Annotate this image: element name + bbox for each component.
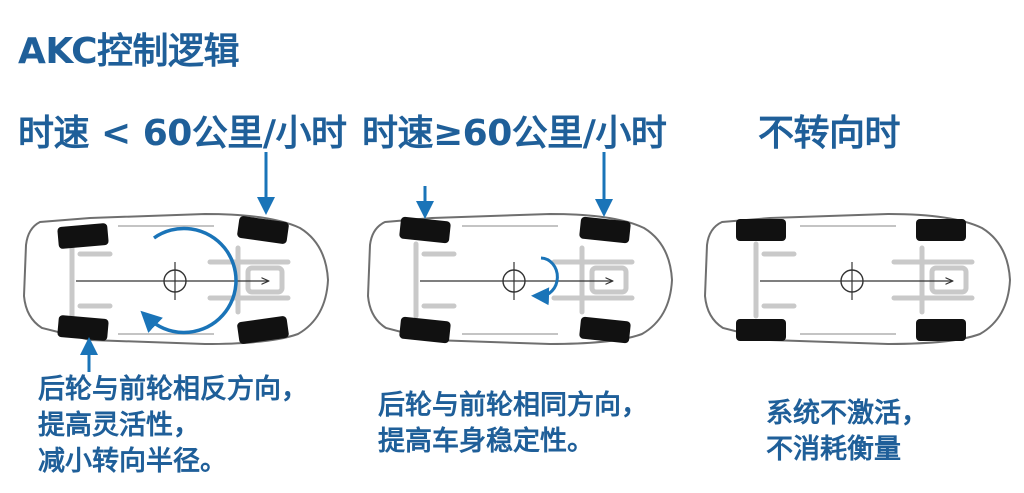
tire-front-right [916,319,966,341]
car-cabin-outline [118,225,214,335]
desc-line: 提高车身稳定性。 [378,426,594,457]
rotation-arrow [140,226,238,335]
tire-rear-right [736,319,786,341]
desc-line: 不消耗衡量 [766,434,901,465]
heading-high-speed: 时速≥60公里/小时 [362,113,667,154]
desc-line: 后轮与前轮相反方向， [38,374,308,405]
desc-line: 后轮与前轮相同方向， [378,390,648,421]
car-body-outline [703,212,1012,346]
car-no-steer [703,212,1012,346]
desc-line: 系统不激活， [766,398,928,429]
desc-line: 提高灵活性， [38,410,200,441]
tire-rear-right [57,315,109,341]
rotation-arrow [531,256,559,306]
desc-high-speed: 后轮与前轮相同方向， 提高车身稳定性。 [378,388,648,460]
tire-front-left [579,216,631,244]
tire-front-right [237,316,289,344]
car-high-speed [366,152,674,346]
car-low-speed [22,152,330,372]
car-body-outline [366,212,674,346]
chassis [753,241,975,319]
tire-front-right [579,316,631,344]
desc-low-speed: 后轮与前轮相反方向， 提高灵活性， 减小转向半径。 [38,372,308,480]
heading-no-steer: 不转向时 [758,113,901,154]
chassis [413,241,635,319]
chassis [69,241,291,319]
desc-no-steer: 系统不激活， 不消耗衡量 [766,396,928,468]
tire-front-left [916,219,966,241]
page-title: AKC控制逻辑 [18,31,240,72]
tire-rear-left [57,223,109,249]
tire-rear-right [399,316,451,344]
tire-rear-left [399,216,451,244]
tire-rear-left [736,219,786,241]
car-body-outline [22,212,330,346]
heading-low-speed: 时速 < 60公里/小时 [18,113,347,154]
desc-line: 减小转向半径。 [38,446,227,477]
tire-front-left [237,216,289,244]
